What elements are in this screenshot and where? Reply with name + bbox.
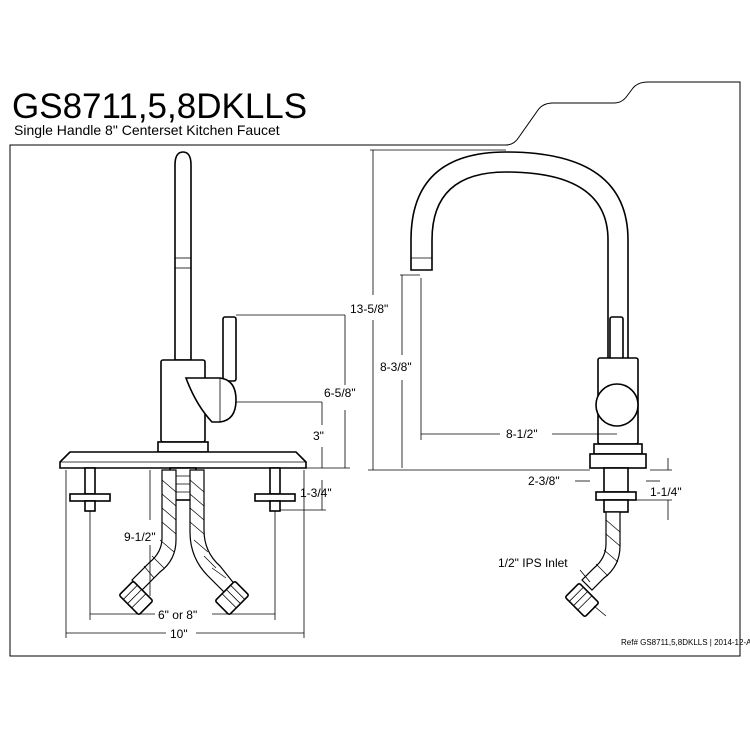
dim-plate-width: 10"	[170, 627, 188, 641]
dim-overall-height: 13-5/8"	[350, 302, 388, 316]
dim-spout-reach: 8-1/2"	[506, 427, 538, 441]
model-title: GS8711,5,8DKLLS	[12, 87, 307, 126]
dim-shank: 1-1/4"	[650, 485, 682, 499]
dim-spout-height: 8-3/8"	[380, 360, 412, 374]
side-handle-hub	[595, 383, 639, 427]
dim-deck-depth: 1-3/4"	[300, 486, 332, 500]
dim-inlet: 1/2" IPS Inlet	[498, 556, 568, 570]
right-supply-hose	[189, 469, 237, 595]
side-dimension-lines	[368, 149, 672, 617]
faucet-front-view	[59, 151, 307, 615]
deck-plate	[59, 451, 307, 469]
side-supply-hose	[581, 511, 621, 591]
reference-number: Ref# GS8711,5,8DKLLS | 2014-12-A	[621, 638, 750, 647]
front-handle-lever	[222, 316, 237, 382]
side-base-collar	[593, 443, 643, 455]
side-gooseneck-spout	[410, 151, 629, 361]
dim-base-diameter: 2-3/8"	[528, 474, 560, 488]
dim-handle-base: 3"	[313, 429, 324, 443]
folder-frame	[9, 81, 741, 657]
dim-centers: 6" or 8"	[158, 608, 197, 622]
dim-handle-height: 6-5/8"	[324, 386, 356, 400]
model-description: Single Handle 8" Centerset Kitchen Fauce…	[14, 122, 280, 138]
faucet-side-view	[410, 151, 647, 617]
front-base-collar	[157, 441, 209, 453]
dim-hose-length: 9-1/2"	[124, 530, 156, 544]
front-handle-hub	[184, 377, 237, 423]
front-dimension-lines	[65, 314, 350, 638]
front-spout	[174, 151, 192, 361]
